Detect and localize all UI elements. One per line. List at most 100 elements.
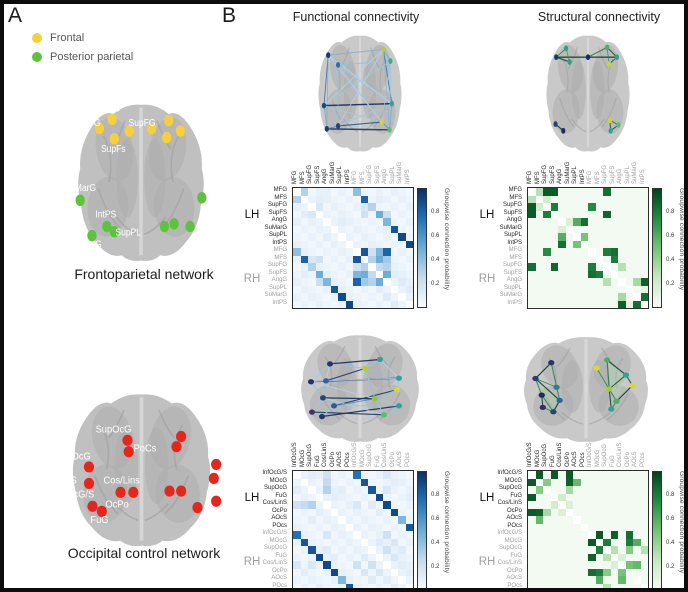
row-label: MFS: [274, 194, 287, 201]
matrix-cell: [633, 538, 641, 546]
span-shape: MFG: [352, 170, 358, 184]
roi-label: OcPo: [105, 499, 129, 510]
connection-edge: [329, 363, 366, 369]
matrix-cell: [315, 270, 323, 278]
matrix-cell: [580, 553, 588, 561]
matrix-cell: [543, 501, 551, 509]
span-shape: AngG: [322, 168, 328, 184]
col-label: SuMarG: [632, 153, 640, 185]
matrix-cell: [323, 278, 331, 286]
matrix-cell: [330, 538, 338, 546]
connection-edge: [323, 60, 391, 107]
matrix-cell: [528, 203, 536, 211]
matrix-cell: [588, 225, 596, 233]
matrix-cell: [293, 561, 301, 569]
matrix-cell: [368, 516, 376, 524]
matrix-cell: [640, 501, 648, 509]
brain-sulcus: [144, 503, 169, 522]
roi-dot: [161, 131, 172, 144]
span-shape: POcs: [639, 452, 646, 467]
connection-edge: [326, 128, 391, 131]
span-shape: SupOcG: [602, 443, 608, 467]
matrix-cell: [640, 553, 648, 561]
matrix-cell: [390, 270, 398, 278]
matrix-cell: [300, 270, 308, 278]
matrix-cell: [640, 516, 648, 524]
connection-edge: [337, 121, 383, 127]
colorbar-tick: 0.2: [666, 564, 675, 570]
matrix-cell: [588, 523, 596, 531]
matrix-cell: [405, 188, 413, 196]
roi-dot: [211, 495, 222, 507]
matrix-cell: [603, 546, 611, 554]
network-node: [616, 122, 621, 128]
matrix-cell: [573, 263, 581, 271]
matrix-cell: [573, 210, 581, 218]
matrix-cell: [383, 255, 391, 263]
roi-label: SuMarG: [64, 182, 96, 194]
matrix-cell: [345, 225, 353, 233]
matrix-cell: [383, 263, 391, 271]
matrix-cell: [573, 576, 581, 584]
matrix-cell: [315, 233, 323, 241]
row-label: SupFS: [503, 209, 522, 216]
matrix-cell: [293, 240, 301, 248]
matrix-cell: [618, 263, 626, 271]
colorbar-tick: 0.6: [431, 516, 440, 522]
roi-dot: [75, 194, 85, 207]
matrix-cell: [345, 523, 353, 531]
col-label: InfOcG/S: [352, 436, 360, 468]
matrix-cell: [625, 233, 633, 241]
span-shape: SuMarG: [397, 161, 403, 184]
matrix-cell: [618, 568, 626, 576]
matrix-cell: [345, 203, 353, 211]
matrix-cell: [550, 583, 558, 588]
matrix-cell: [315, 523, 323, 531]
matrix-cell: [375, 218, 383, 226]
matrix-cell: [398, 523, 406, 531]
hemisphere-label-lh: LH: [479, 209, 495, 221]
matrix-cell: [338, 471, 346, 479]
matrix-cell: [610, 293, 618, 301]
matrix-cell: [588, 210, 596, 218]
matrix-cell: [368, 203, 376, 211]
row-label: InfOcG/S: [262, 530, 287, 536]
brain-midline: [358, 337, 362, 438]
matrix-cell: [300, 203, 308, 211]
matrix-cell: [618, 583, 626, 588]
matrix-cell: [558, 553, 566, 561]
matrix-cell: [550, 531, 558, 539]
matrix-cell: [398, 255, 406, 263]
matrix-cell: [300, 523, 308, 531]
matrix-cell: [580, 538, 588, 546]
matrix-cell: [535, 501, 543, 509]
colorbar-label: Groupwise connection probability: [443, 471, 450, 574]
matrix-cell: [595, 203, 603, 211]
structural-connectivity-title: Structural connectivity: [537, 10, 661, 24]
matrix-cell: [398, 240, 406, 248]
matrix-cell: [588, 195, 596, 203]
matrix-cell: [633, 188, 641, 196]
matrix-cell: [603, 568, 611, 576]
matrix-cell: [338, 583, 346, 588]
matrix-cell: [368, 300, 376, 308]
matrix-cell: [580, 516, 588, 524]
brain-sulcus: [164, 475, 189, 515]
matrix-cell: [323, 263, 331, 271]
matrix-cell: [315, 210, 323, 218]
matrix-cell: [640, 523, 648, 531]
matrix-cell: [375, 285, 383, 293]
matrix-cell: [368, 270, 376, 278]
row-label: POcs: [507, 522, 522, 529]
matrix-cell: [625, 263, 633, 271]
connection-edge: [325, 363, 331, 382]
matrix-cell: [345, 255, 353, 263]
matrix-cell: [565, 486, 573, 494]
matrix-cell: [610, 538, 618, 546]
col-label: SupFS: [610, 153, 618, 185]
matrix-cell: [595, 493, 603, 501]
matrix-cell: [353, 553, 361, 561]
roi-label: InfOcG/S: [56, 489, 95, 500]
matrix-cell: [338, 293, 346, 301]
